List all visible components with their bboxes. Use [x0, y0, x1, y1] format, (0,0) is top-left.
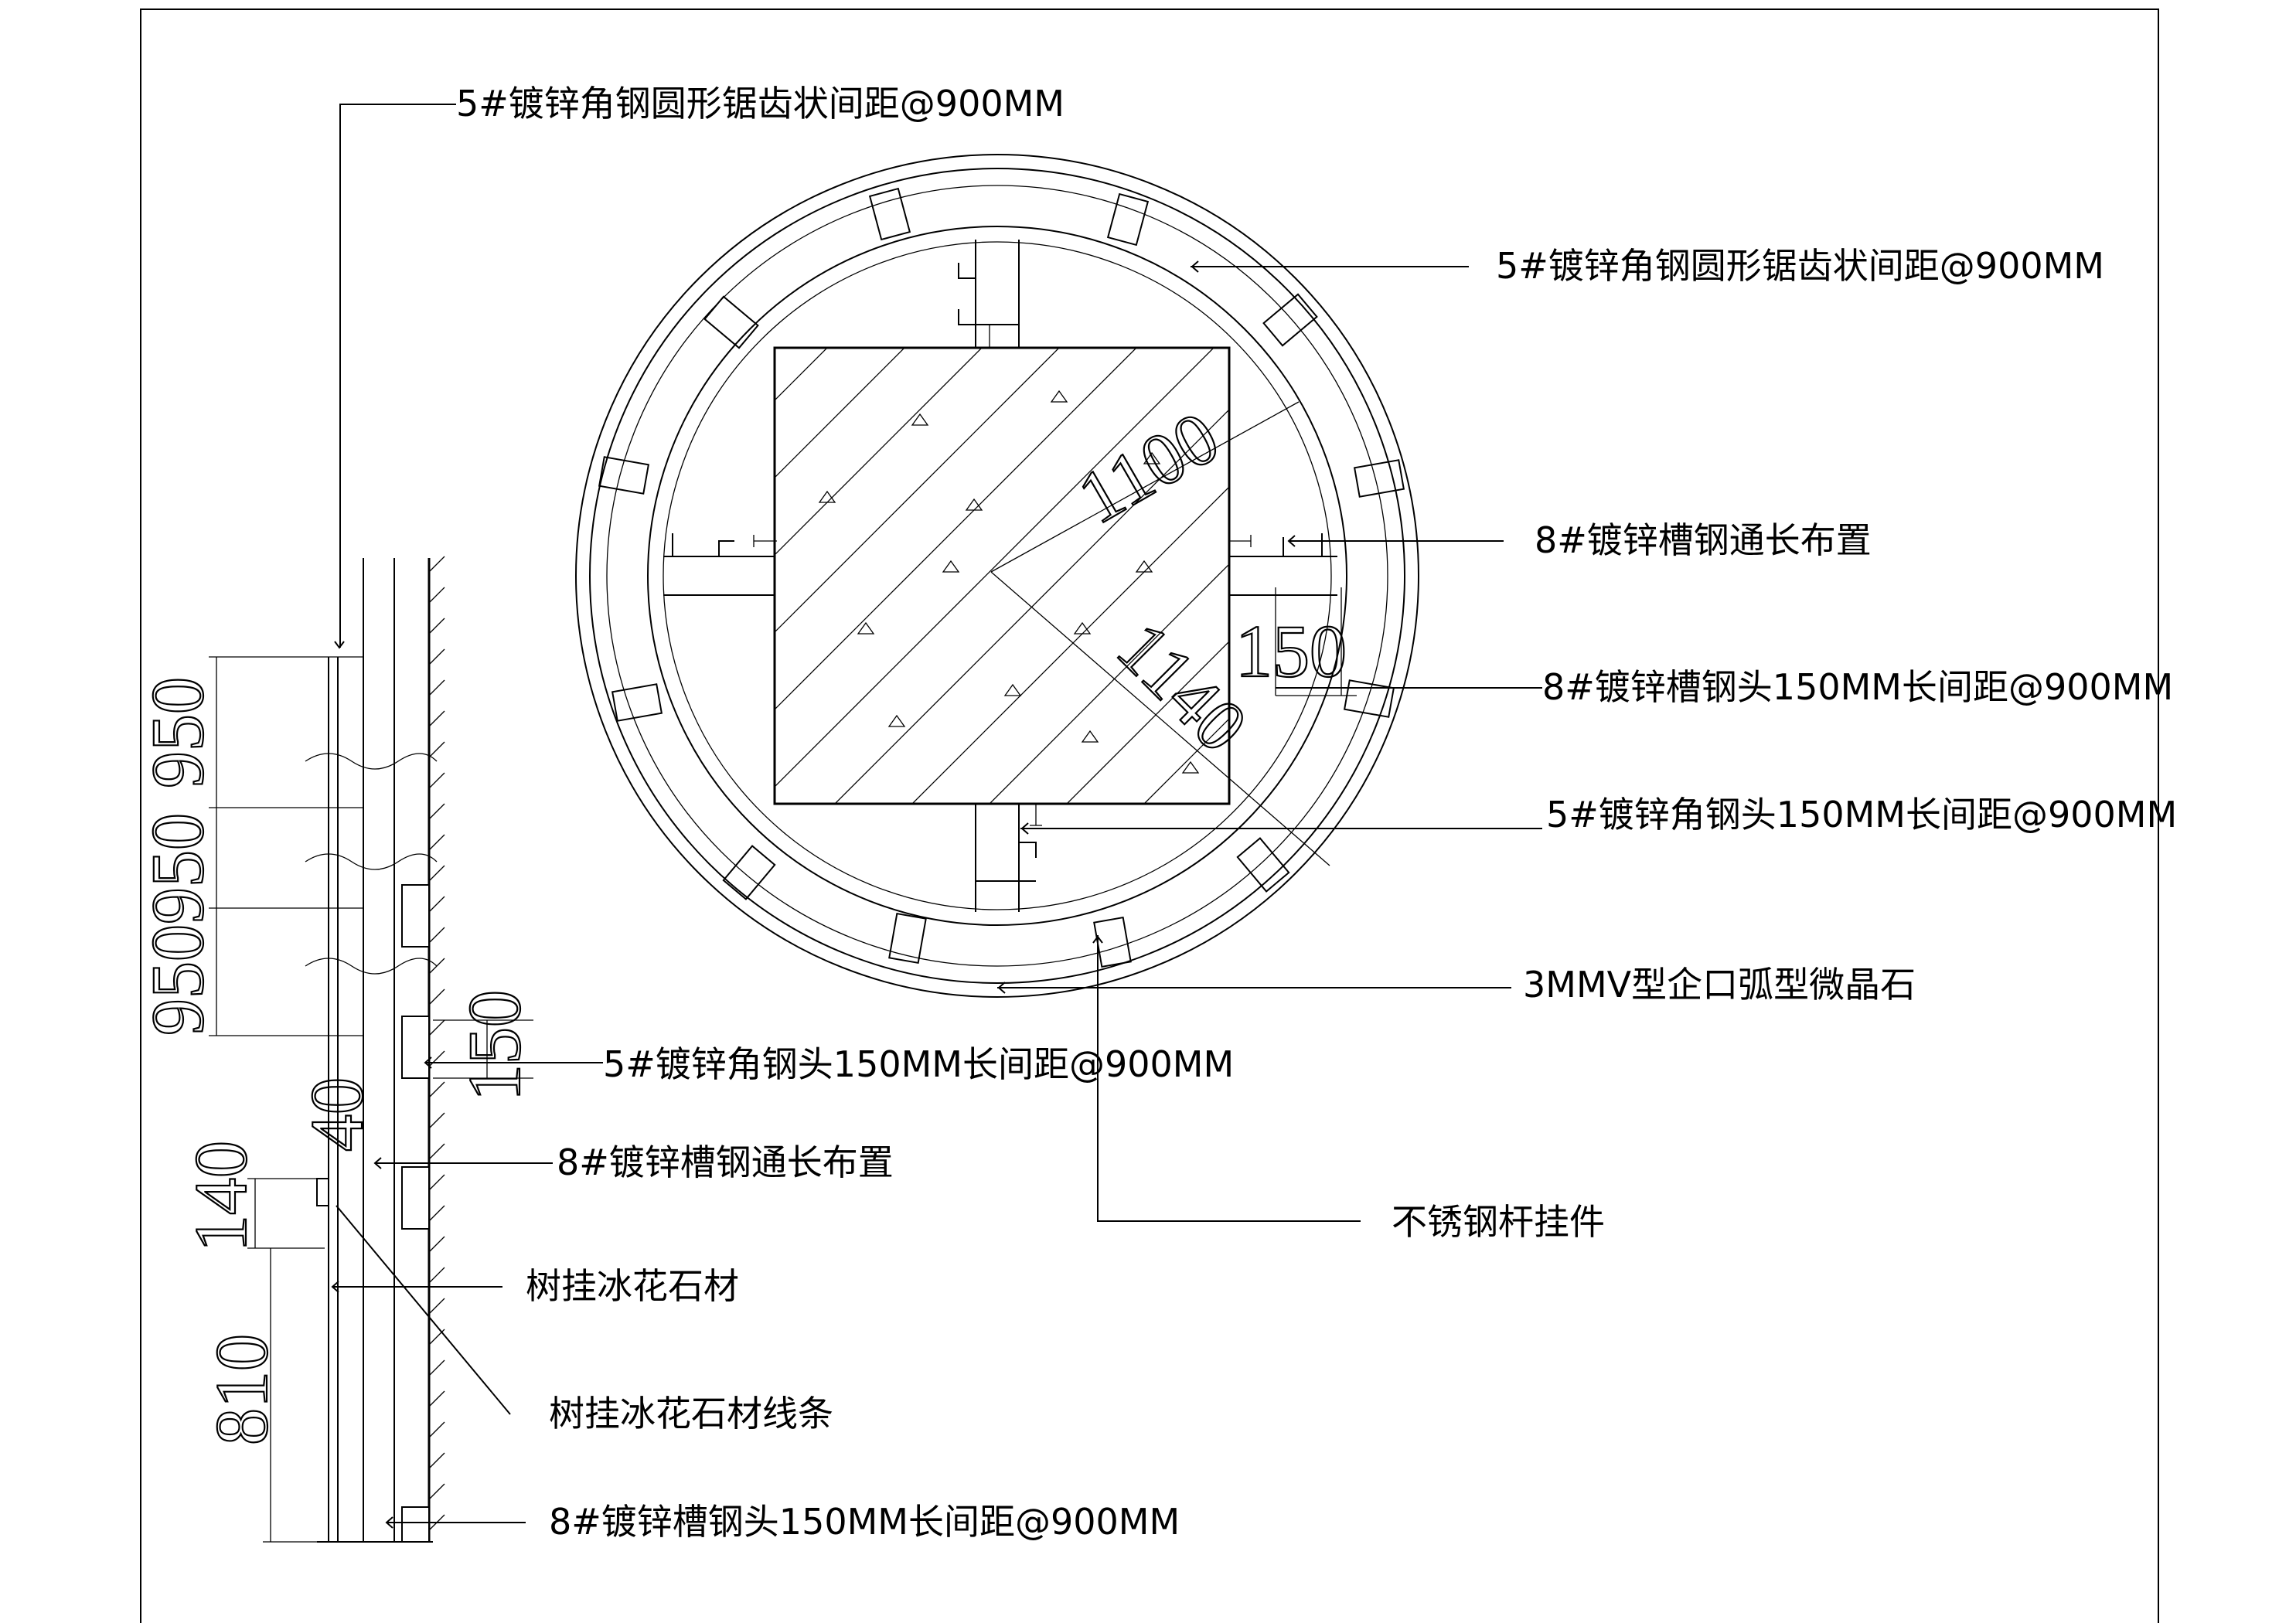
label-right-stone: 3MMV型企口弧型微晶石	[1523, 964, 1916, 1005]
label-right-angle-head: 5#镀锌角钢头150MM长间距@900MM	[1546, 794, 2177, 835]
concrete-hatch	[775, 348, 1229, 804]
label-right-angle-circle: 5#镀锌角钢圆形锯齿状间距@900MM	[1496, 245, 2104, 287]
dim-150-circle: 150	[1235, 610, 1347, 692]
dim-line-1140	[990, 571, 1330, 866]
angle-steel-ring	[606, 185, 1388, 967]
dim-950-bottom: 950950	[136, 813, 219, 1036]
label-left-channel-full: 8#镀锌槽钢通长布置	[557, 1142, 894, 1183]
right-arrows	[997, 260, 1296, 994]
dim-40: 40	[295, 1077, 378, 1152]
label-right-channel-head: 8#镀锌槽钢头150MM长间距@900MM	[1542, 666, 2173, 708]
outer-stone-ring-inner	[589, 168, 1405, 984]
anchor-bolts	[753, 324, 1252, 826]
drawing-frame	[140, 9, 2159, 1623]
column-section: 1100 1140 150	[575, 154, 1419, 998]
label-right-channel-full: 8#镀锌槽钢通长布置	[1535, 519, 1872, 561]
dim-line-150	[1275, 587, 1357, 696]
dim-150-side: 150	[453, 990, 536, 1101]
outer-stone-ring	[575, 154, 1419, 998]
angle-steel-ring-inner	[647, 226, 1347, 926]
label-tree-stone: 树挂冰花石材	[526, 1265, 739, 1307]
label-tree-stone-line: 树挂冰花石材线条	[549, 1393, 833, 1434]
label-left-channel-head: 8#镀锌槽钢头150MM长间距@900MM	[549, 1501, 1180, 1543]
left-dimension-lines	[209, 656, 533, 1543]
channel-bottom	[975, 804, 1037, 912]
concrete-column	[773, 346, 1231, 805]
label-left-angle-circle: 5#镀锌角钢圆形锯齿状间距@900MM	[456, 83, 1065, 124]
channel-left	[663, 533, 775, 596]
dim-line-1100	[990, 401, 1300, 573]
wall-section	[305, 556, 445, 1543]
channel-right	[1229, 533, 1337, 596]
inner-ring	[663, 241, 1332, 910]
dim-950-top: 950	[136, 677, 219, 788]
channel-top	[958, 240, 1020, 348]
label-steel-hanger: 不锈钢杆挂件	[1392, 1201, 1605, 1243]
left-arrows	[331, 641, 432, 1529]
dim-810: 810	[200, 1334, 283, 1445]
right-leaders	[997, 266, 1542, 1222]
left-leaders	[332, 104, 603, 1523]
dim-140: 140	[179, 1141, 262, 1252]
label-left-angle-head: 5#镀锌角钢头150MM长间距@900MM	[603, 1043, 1234, 1085]
